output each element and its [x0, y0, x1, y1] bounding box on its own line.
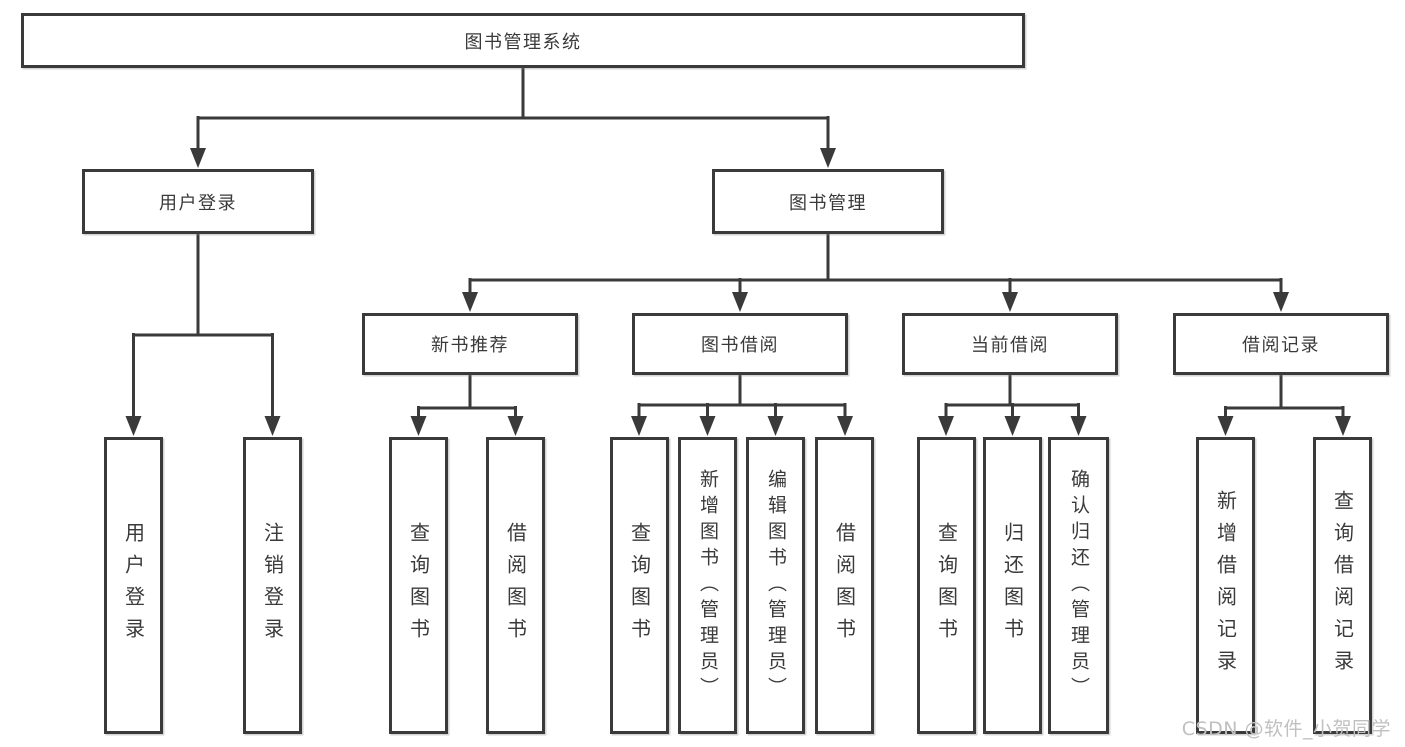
leaf-node-query-books: 查询图书 [917, 437, 976, 734]
leaf-node-return-books: 归还图书 [983, 437, 1042, 734]
leaf-node-label: 确认归还（管理员） [1068, 468, 1090, 703]
leaf-node-query-books: 查询图书 [610, 437, 669, 734]
group-node-label: 图书借阅 [701, 335, 779, 356]
leaf-node-label: 注销登录 [260, 521, 285, 650]
leaf-node-user-login: 用户登录 [104, 437, 163, 734]
arrowheads [125, 148, 1351, 436]
leaf-node-confirm-return-admin: 确认归还（管理员） [1048, 437, 1109, 734]
leaf-node-label: 借阅图书 [503, 521, 528, 650]
group-node-label: 新书推荐 [431, 335, 509, 356]
branch-node-label: 用户登录 [159, 192, 237, 214]
leaf-node-label: 查询图书 [934, 521, 959, 650]
leaf-node-add-books-admin: 新增图书（管理员） [678, 437, 737, 734]
group-node-book-borrowing: 图书借阅 [632, 313, 848, 375]
group-node-borrowing-records: 借阅记录 [1173, 313, 1389, 375]
root-node-label: 图书管理系统 [464, 31, 582, 53]
leaf-node-label: 编辑图书（管理员） [765, 468, 787, 703]
branch-node-user-login: 用户登录 [82, 169, 314, 234]
leaf-node-label: 查询图书 [406, 521, 431, 650]
leaf-node-edit-books-admin: 编辑图书（管理员） [746, 437, 805, 734]
group-node-new-book-recommendation: 新书推荐 [362, 313, 578, 375]
leaf-node-label: 查询图书 [627, 521, 652, 650]
root-node-library-management-system: 图书管理系统 [21, 13, 1025, 68]
leaf-node-label: 查询借阅记录 [1330, 489, 1355, 682]
leaf-node-logout: 注销登录 [243, 437, 302, 734]
leaf-node-label: 借阅图书 [832, 521, 857, 650]
group-node-label: 当前借阅 [971, 335, 1049, 356]
group-node-label: 借阅记录 [1242, 335, 1320, 356]
leaf-node-query-books: 查询图书 [389, 437, 448, 734]
leaf-node-borrow-books: 借阅图书 [815, 437, 874, 734]
branch-node-book-management: 图书管理 [712, 169, 944, 234]
csdn-watermark: CSDN @软件_小贺同学 [1181, 718, 1391, 740]
leaf-node-query-borrow-records: 查询借阅记录 [1313, 437, 1372, 734]
leaf-node-label: 新增图书（管理员） [697, 468, 719, 703]
leaf-node-label: 用户登录 [121, 521, 146, 650]
leaf-node-label: 新增借阅记录 [1213, 489, 1238, 682]
leaf-node-borrow-books: 借阅图书 [486, 437, 545, 734]
group-node-current-borrowing: 当前借阅 [902, 313, 1118, 375]
leaf-node-add-borrow-record: 新增借阅记录 [1196, 437, 1255, 734]
leaf-node-label: 归还图书 [1000, 521, 1025, 650]
branch-node-label: 图书管理 [789, 192, 867, 214]
